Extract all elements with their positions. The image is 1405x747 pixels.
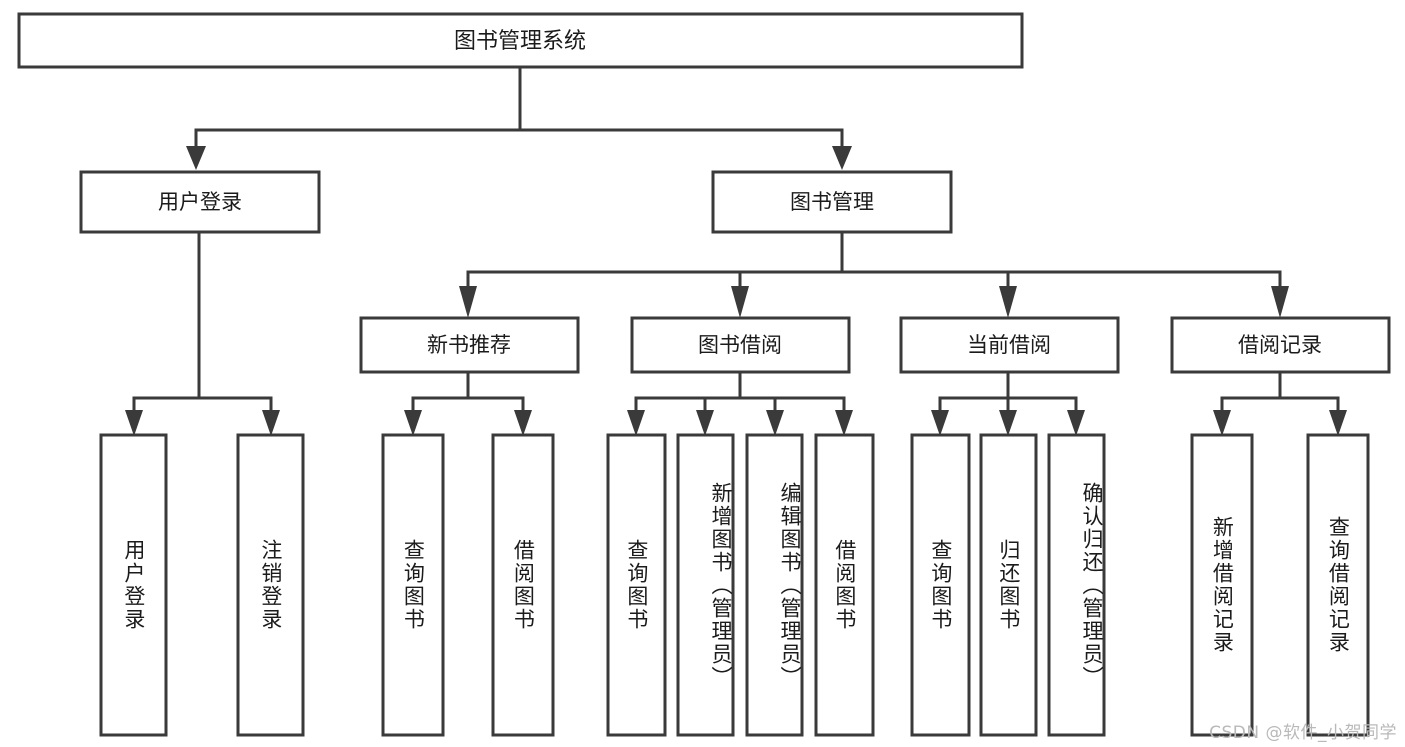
arrowhead-leaf-return-book [999,410,1017,436]
connector-group-book-borrow-leaves [627,370,853,436]
node-book-borrow-box[interactable] [630,316,851,374]
arrowhead-book-manage [832,146,852,170]
node-new-book-recommend-box[interactable] [359,316,580,374]
node-current-borrow[interactable]: 当前借阅 [899,316,1120,374]
node-book-manage-label: 图书管理 [790,190,874,214]
node-borrow-record-label: 借阅记录 [1238,333,1322,357]
node-book-manage-box[interactable] [711,170,953,234]
leaf-borrow-book-2-box[interactable] [814,433,875,737]
node-root-label: 图书管理系统 [454,29,586,54]
leaf-confirm-return-box[interactable] [1047,433,1106,737]
leaf-add-record-box[interactable] [1190,433,1254,737]
node-new-book-recommend-label: 新书推荐 [427,333,511,357]
arrowhead-user-login [186,146,206,170]
node-borrow-record[interactable]: 借阅记录 [1170,316,1391,374]
connector-group-new-book-recommend-leaves [404,370,532,436]
leaf-query-book-2-box[interactable] [606,433,667,737]
csdn-watermark: CSDN @软件_小贺同学 [1209,723,1397,743]
arrowhead-leaf-add-record [1213,410,1231,436]
node-book-borrow[interactable]: 图书借阅 [630,316,851,374]
connector-group-borrow-record-leaves [1213,370,1347,436]
leaf-add-book-box[interactable] [676,433,735,737]
node-borrow-record-box[interactable] [1170,316,1391,374]
arrowhead-leaf-query-book-3 [931,410,949,436]
arrowhead-leaf-user-login [125,410,143,436]
arrowhead-leaf-user-logout [262,410,280,436]
leaf-group-current-borrow [910,433,1106,737]
node-book-borrow-label: 图书借阅 [698,333,782,357]
arrowhead-borrow-record [1271,286,1289,318]
leaf-query-record-box[interactable] [1306,433,1370,737]
connector-group-book-manage-to-level3 [459,230,1289,318]
leaf-borrow-book-1-box[interactable] [491,433,555,737]
arrowhead-book-borrow [731,286,749,318]
connector-group-root-to-level2 [186,65,852,170]
arrowhead-new-book-recommend [459,286,477,318]
node-root[interactable]: 图书管理系统 [17,12,1024,69]
leaf-group-user-login [99,433,305,737]
leaf-query-book-1-box[interactable] [381,433,445,737]
node-user-login-label: 用户登录 [158,190,242,214]
arrowhead-leaf-borrow-book-2 [835,410,853,436]
leaf-group-borrow-record [1190,433,1370,737]
node-current-borrow-label: 当前借阅 [967,333,1051,357]
leaf-group-book-borrow [606,433,875,737]
arrowhead-leaf-confirm-return [1067,410,1085,436]
node-new-book-recommend[interactable]: 新书推荐 [359,316,580,374]
arrowhead-leaf-borrow-book-1 [514,410,532,436]
arrowhead-leaf-query-book-1 [404,410,422,436]
node-user-login-box[interactable] [79,170,321,234]
leaf-user-login-box[interactable] [99,433,168,737]
leaf-group-new-book-recommend [381,433,555,737]
connector-group-user-login-leaves [125,230,280,436]
node-book-manage[interactable]: 图书管理 [711,170,953,234]
arrowhead-leaf-query-book-2 [627,410,645,436]
leaf-return-book-box[interactable] [979,433,1038,737]
leaf-query-book-3-box[interactable] [910,433,971,737]
leaf-edit-book-box[interactable] [745,433,804,737]
connector-group-current-borrow-leaves [931,370,1085,436]
leaf-user-logout-box[interactable] [236,433,305,737]
node-root-box[interactable] [17,12,1024,69]
arrowhead-leaf-edit-book [766,410,784,436]
arrowhead-leaf-query-record [1329,410,1347,436]
node-current-borrow-box[interactable] [899,316,1120,374]
arrowhead-leaf-add-book [696,410,714,436]
arrowhead-current-borrow [999,286,1017,318]
node-user-login[interactable]: 用户登录 [79,170,321,234]
